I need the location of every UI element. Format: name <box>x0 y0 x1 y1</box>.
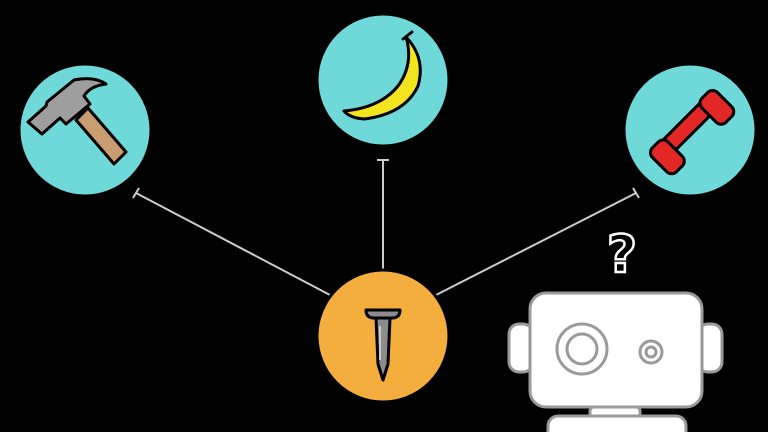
hammer-icon <box>26 77 128 166</box>
connector-nail-phone <box>435 187 640 296</box>
node-banana <box>315 12 451 148</box>
robot-body <box>546 414 688 432</box>
node-nail <box>315 268 451 404</box>
node-phone <box>622 62 758 198</box>
question-mark: ? <box>607 225 637 285</box>
connectors <box>132 159 640 296</box>
robot-right-eye <box>638 339 664 365</box>
banana-icon <box>342 30 422 121</box>
robot-left-eye <box>555 322 609 376</box>
connector-nail-banana <box>377 159 389 270</box>
node-hammer <box>17 62 153 198</box>
telephone-receiver-icon <box>648 88 736 176</box>
robot-icon <box>507 291 724 432</box>
connector-nail-hammer <box>132 187 331 296</box>
robot: ? <box>507 224 724 432</box>
nail-icon <box>364 308 402 382</box>
